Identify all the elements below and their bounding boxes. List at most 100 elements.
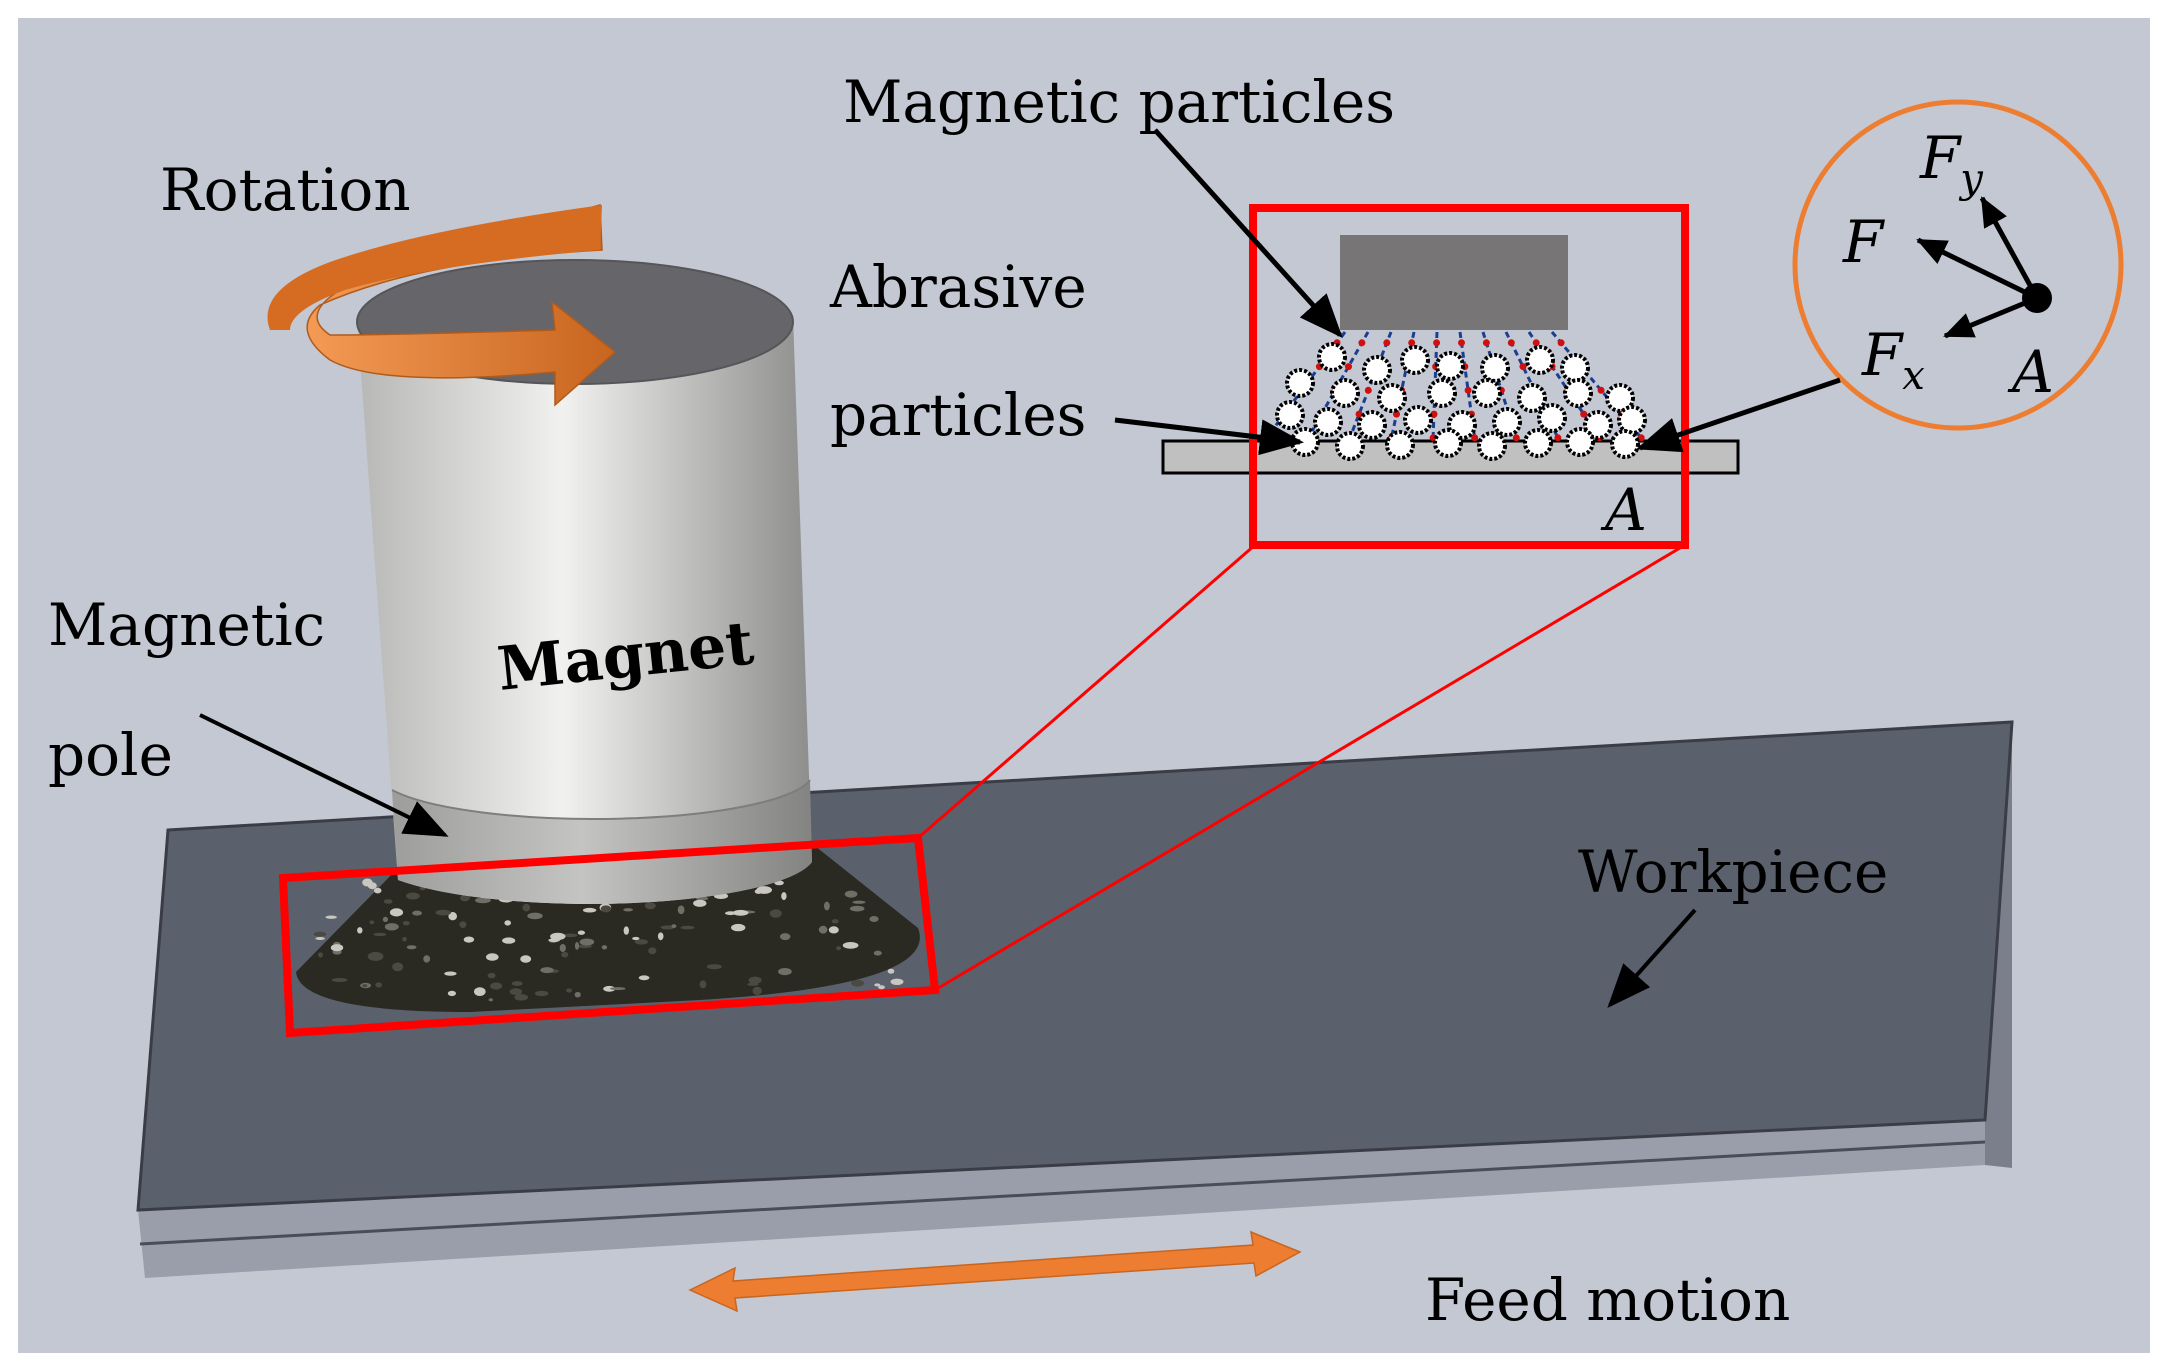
rotation-arrow: [267, 204, 617, 407]
abrasive-particle: [1313, 407, 1343, 437]
force-fy-arrow: [1979, 196, 2040, 300]
magnetic-particle: [1471, 434, 1479, 442]
magnetic-particle: [1408, 339, 1416, 347]
brush-speck: [781, 892, 787, 901]
brush-speck: [601, 945, 608, 950]
abrasive-particle: [1400, 345, 1430, 375]
brush-speck: [890, 978, 904, 985]
brush-speck: [520, 955, 532, 963]
zoom-line-left: [917, 543, 1256, 840]
magnetic-particle: [1482, 339, 1490, 347]
brush-speck: [490, 982, 503, 990]
magnetic-pole-pointer: [199, 713, 449, 837]
magnetic-pole-label-line1: Magnetic: [48, 591, 325, 659]
force-f-arrow: [1916, 237, 2039, 301]
abrasive-particles-label-line2: particles: [830, 381, 1086, 449]
magnetic-particle: [1383, 339, 1391, 347]
abrasive-particle: [1617, 405, 1647, 435]
brush-speck: [504, 920, 512, 926]
workpiece-side: [138, 1120, 1985, 1278]
brush-speck: [406, 892, 420, 900]
abrasive-particle: [1285, 368, 1315, 398]
force-f-label: F: [1842, 208, 1885, 276]
brush-speck: [373, 932, 387, 937]
brush-speck: [887, 968, 895, 974]
inset-particles: [1263, 331, 1647, 461]
brush-speck: [561, 951, 569, 958]
brush-speck: [527, 912, 543, 920]
abrasive-particle: [1427, 378, 1457, 408]
abrasive-particle: [1583, 410, 1613, 440]
brush-speck: [362, 878, 373, 887]
brush-speck: [362, 984, 368, 988]
magnetic-particles-label: Magnetic particles: [843, 68, 1395, 136]
brush-speck: [732, 909, 749, 916]
brush-speck: [842, 942, 859, 949]
brush-speck: [383, 899, 393, 904]
brush-speck: [331, 978, 348, 982]
abrasive-particle: [1523, 428, 1553, 458]
magnetic-pole-band: [392, 780, 812, 904]
magnetic-particle: [1433, 339, 1441, 347]
brush-speck: [463, 936, 475, 943]
brush-speck: [330, 944, 344, 952]
brush-speck: [610, 987, 626, 991]
brush-speck: [623, 926, 629, 935]
brush-speck: [574, 942, 580, 950]
force-fx-sub: x: [1902, 353, 1925, 399]
brush-speck: [384, 923, 399, 931]
brush-speck: [402, 921, 410, 926]
brush-speck: [577, 930, 586, 935]
brush-speck: [522, 903, 531, 912]
brush-speck: [849, 905, 865, 912]
brush-speck: [632, 936, 640, 941]
abrasive-particle: [1610, 429, 1640, 459]
brush-speck: [582, 907, 597, 913]
magnetic-particle: [1557, 339, 1565, 347]
force-fx-main: F: [1861, 321, 1904, 389]
brush-speck: [878, 985, 885, 990]
magnetic-particle: [1580, 410, 1588, 418]
force-fy-label: Fy: [1919, 124, 1984, 202]
magnetic-particle: [1519, 363, 1527, 371]
brush-speck: [731, 923, 746, 932]
abrasive-particle: [1317, 342, 1347, 372]
abrasive-particle: [1492, 407, 1522, 437]
feed-motion-arrow: [688, 1230, 1302, 1313]
magnetic-particle: [1597, 386, 1605, 394]
brush-speck: [836, 946, 842, 951]
abrasive-particle: [1335, 431, 1365, 461]
magnetic-particle: [1355, 410, 1363, 418]
abrasive-particle: [1563, 378, 1593, 408]
brush-speck: [563, 933, 578, 938]
magnetic-particle: [1464, 386, 1472, 394]
brush-speck: [448, 912, 458, 921]
brush-speck: [577, 944, 592, 949]
abrasive-particle: [1605, 383, 1635, 413]
feed-motion-label: Feed motion: [1425, 1266, 1790, 1334]
brush-speck: [844, 890, 858, 898]
force-circle: [1792, 99, 2124, 431]
brush-speck: [706, 964, 722, 970]
inset-zoom: A: [1161, 204, 1740, 549]
brush-speck: [502, 937, 516, 944]
inset-magnet-block: [1340, 235, 1568, 330]
brush-speck: [824, 901, 830, 911]
brush-speck: [382, 916, 388, 923]
magnetic-particle: [1554, 434, 1562, 442]
force-fy-sub: y: [1958, 156, 1984, 202]
abrasive-particle: [1525, 345, 1555, 375]
rotation-label: Rotation: [160, 156, 411, 224]
brush-speck: [831, 919, 839, 924]
abrasive-particle: [1537, 403, 1567, 433]
particle-chain: [1389, 331, 1416, 441]
abrasive-particle: [1403, 405, 1433, 435]
force-fx-arrow: [1943, 295, 2038, 339]
abrasive-particle: [1377, 383, 1407, 413]
brush-speck: [748, 976, 762, 984]
inset-highlight-box: [1249, 204, 1689, 549]
abrasive-particle: [1472, 378, 1502, 408]
brush-speck: [638, 975, 650, 981]
abrasive-particle: [1477, 431, 1507, 461]
brush-speck: [486, 953, 499, 961]
